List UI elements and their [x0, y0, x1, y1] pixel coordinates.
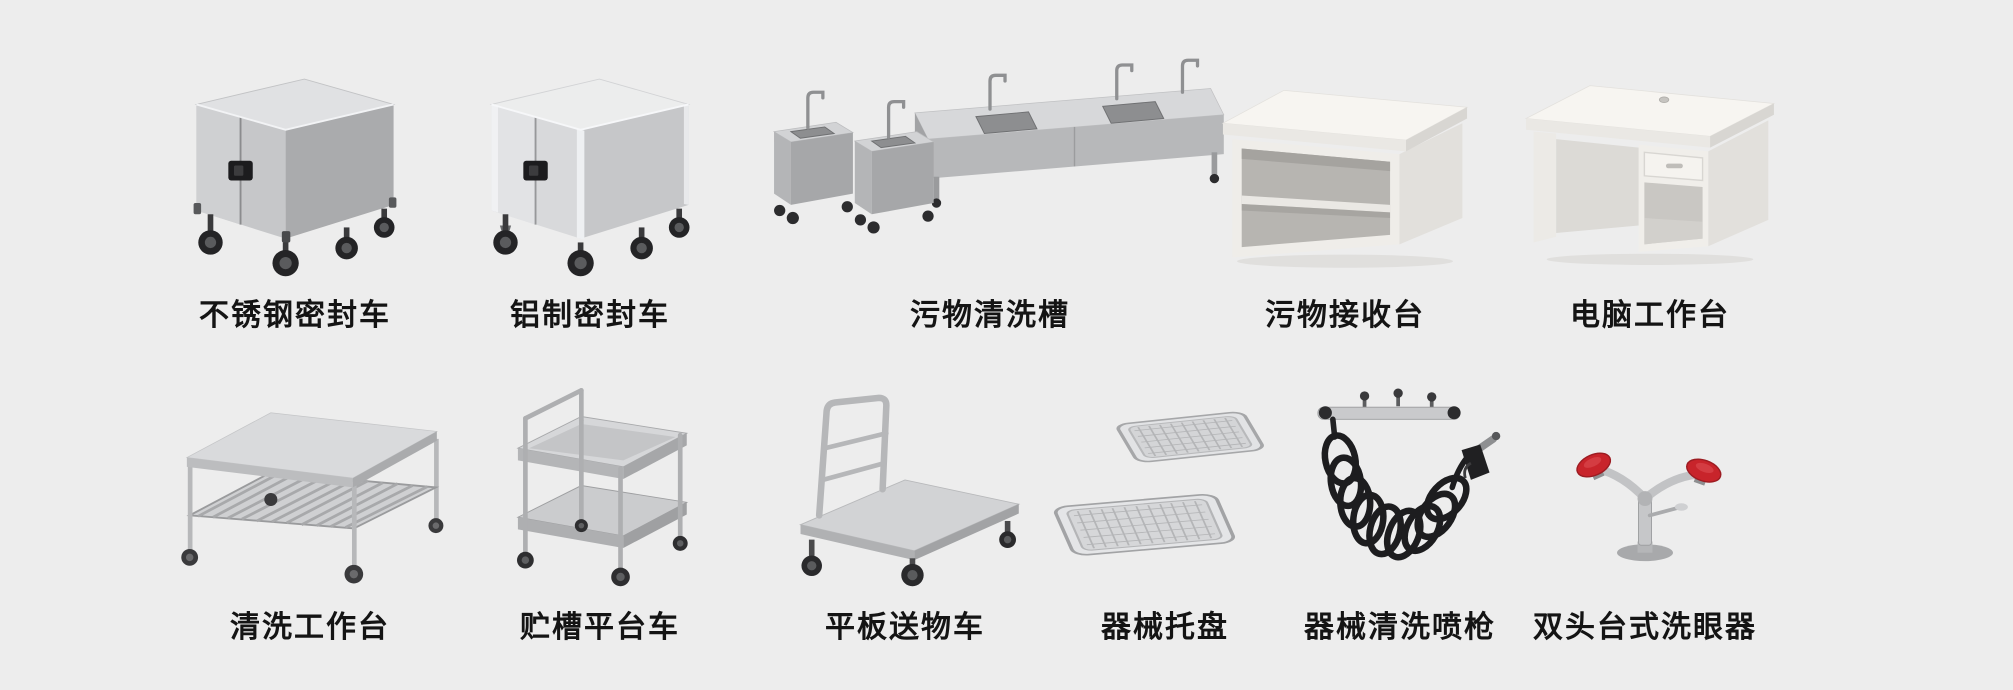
product-image-wrap [150, 368, 470, 590]
product-card-computer-workstation: 电脑工作台 [1490, 34, 1810, 334]
product-label: 器械托盘 [1101, 610, 1229, 645]
dual-head-benchtop-eyewash-icon [1576, 452, 1722, 562]
product-card-dual-head-eyewash: 双头台式洗眼器 [1510, 368, 1780, 646]
instrument-cleaning-spray-gun-icon [1317, 388, 1501, 561]
product-image-wrap [1185, 34, 1505, 280]
product-card-instrument-tray: 器械托盘 [1040, 368, 1290, 646]
waste-washing-sink-icon [772, 58, 1225, 234]
product-label: 贮槽平台车 [520, 610, 680, 645]
product-label: 平板送物车 [825, 610, 985, 645]
aluminum-sealed-cart-icon [489, 78, 691, 277]
product-card-stainless-sealed-cart: 不锈钢密封车 [145, 34, 445, 334]
waste-receiving-table-icon [1221, 89, 1469, 268]
product-label: 污物接收台 [1265, 298, 1425, 333]
product-card-cleaning-worktable: 清洗工作台 [150, 368, 470, 646]
product-label: 双头台式洗眼器 [1533, 610, 1757, 645]
product-label: 清洗工作台 [230, 610, 390, 645]
product-image-wrap [730, 34, 1250, 280]
product-image-wrap [450, 368, 750, 590]
product-image-wrap [1270, 368, 1530, 590]
stainless-steel-sealed-cart-icon [193, 78, 397, 277]
product-label: 污物清洗槽 [910, 298, 1070, 333]
product-image-wrap [755, 368, 1055, 590]
product-image-wrap [1490, 34, 1810, 280]
product-image-wrap [440, 34, 740, 280]
product-image-wrap [1510, 368, 1780, 590]
product-card-aluminum-sealed-cart: 铝制密封车 [440, 34, 740, 334]
product-card-flat-delivery-cart: 平板送物车 [755, 368, 1055, 646]
cleaning-worktable-icon [181, 412, 444, 584]
product-card-waste-washing-sink: 污物清洗槽 [730, 34, 1250, 334]
product-image-wrap [1040, 368, 1290, 590]
product-card-instrument-spray-gun: 器械清洗喷枪 [1270, 368, 1530, 646]
product-card-waste-receiving-table: 污物接收台 [1185, 34, 1505, 334]
product-label: 不锈钢密封车 [199, 298, 391, 333]
product-card-storage-platform-cart: 贮槽平台车 [450, 368, 750, 646]
storage-tank-platform-cart-icon [516, 388, 689, 587]
flat-delivery-cart-icon [799, 394, 1021, 587]
product-label: 器械清洗喷枪 [1304, 610, 1496, 645]
computer-workstation-icon [1524, 85, 1776, 265]
instrument-tray-icon [1053, 411, 1264, 556]
product-label: 铝制密封车 [510, 298, 670, 333]
product-label: 电脑工作台 [1570, 298, 1730, 333]
product-image-wrap [145, 34, 445, 280]
